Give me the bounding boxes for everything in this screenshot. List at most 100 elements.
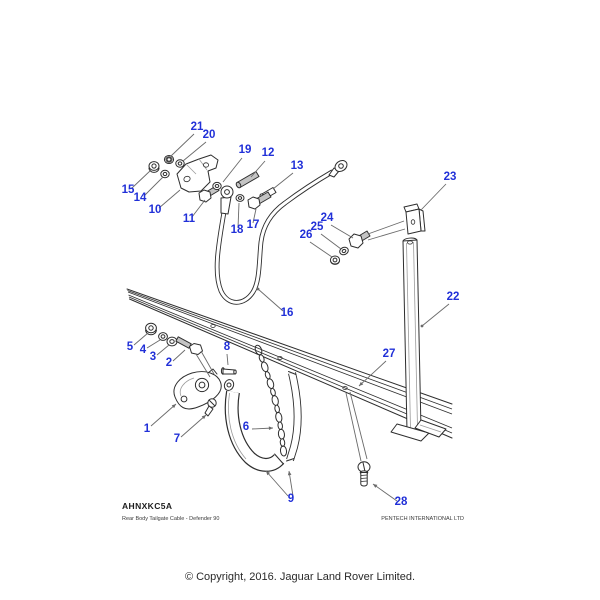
clevis-pin-and-sleeve — [235, 171, 277, 210]
chain-link — [275, 411, 283, 423]
leader-line — [372, 483, 398, 502]
callout-label-28: 28 — [395, 496, 408, 508]
callout-label-3: 3 — [150, 351, 156, 363]
callout-label-21: 21 — [191, 121, 204, 133]
bracket-fixings — [148, 155, 185, 179]
leader-line — [172, 349, 186, 362]
callout-label-14: 14 — [134, 192, 147, 204]
chain-link — [254, 344, 263, 356]
leader-arrowhead — [201, 415, 206, 420]
leader-line — [146, 339, 161, 349]
tailgate-rail — [390, 237, 447, 442]
leader-line — [420, 183, 447, 211]
release-cable — [214, 159, 348, 305]
chain-link — [277, 428, 285, 440]
leader-line — [170, 133, 195, 157]
chain-link — [279, 438, 286, 447]
leader-line — [265, 470, 289, 497]
callout-label-26: 26 — [300, 229, 313, 241]
striker-fixings — [145, 322, 203, 355]
callout-label-25: 25 — [311, 221, 324, 233]
leader-line — [252, 208, 257, 224]
callout-label-9: 9 — [288, 493, 294, 505]
chain-link — [270, 387, 276, 397]
leader-arrowhead — [266, 471, 271, 476]
leader-line — [237, 202, 240, 229]
leader-line — [182, 141, 207, 162]
leader-line — [320, 233, 342, 250]
chain-link — [260, 361, 269, 373]
mounting-block — [403, 203, 426, 235]
callout-label-20: 20 — [203, 129, 216, 141]
rail-screw — [357, 461, 371, 487]
chain-link — [279, 445, 288, 457]
callout-label-24: 24 — [321, 212, 334, 224]
leader-arrowhead — [268, 426, 273, 431]
callout-label-5: 5 — [127, 341, 134, 353]
anchor-plate — [173, 367, 237, 417]
body-rail — [126, 288, 453, 439]
leader-line — [191, 199, 206, 218]
leader-dot — [256, 287, 260, 291]
callout-label-11: 11 — [183, 213, 196, 225]
cable-bracket — [176, 154, 219, 193]
leader-arrowhead — [359, 381, 364, 386]
bracket-bolt — [198, 181, 222, 203]
leader-line — [309, 241, 333, 258]
diagram-caption: Rear Body Tailgate Cable - Defender 90 — [122, 516, 220, 522]
callout-label-2: 2 — [166, 357, 172, 369]
leader-line — [131, 169, 152, 189]
copyright-notice: © Copyright, 2016. Jaguar Land Rover Lim… — [184, 571, 416, 583]
callout-label-15: 15 — [122, 184, 135, 196]
callout-label-23: 23 — [444, 171, 457, 183]
leader-arrowhead — [373, 484, 378, 488]
callout-label-17: 17 — [247, 219, 260, 231]
callout-label-27: 27 — [383, 348, 396, 360]
leader-line — [156, 344, 170, 356]
tailgate-chain — [254, 344, 288, 457]
callout-label-4: 4 — [140, 344, 147, 356]
callout-label-12: 12 — [262, 147, 275, 159]
cable-cover-tube — [223, 379, 285, 472]
cable-ferrule — [220, 196, 232, 215]
chain-link — [271, 395, 279, 406]
callout-label-18: 18 — [231, 224, 244, 236]
chain-link — [277, 421, 283, 431]
callout-label-7: 7 — [174, 433, 180, 445]
callout-label-8: 8 — [224, 341, 231, 353]
leader-line — [150, 403, 177, 427]
leader-line — [250, 160, 266, 178]
leader-line — [257, 288, 284, 312]
diagram-code: AHNXKC5A — [122, 501, 173, 511]
callout-labels: 1234567891011121314151617181920212223242… — [122, 121, 460, 508]
leader-line — [222, 157, 243, 183]
chain-link — [258, 354, 265, 363]
leader-line — [158, 189, 181, 209]
callout-label-10: 10 — [149, 204, 162, 216]
leader-arrowhead — [287, 471, 292, 476]
leader-line — [226, 353, 229, 366]
chain-link — [266, 378, 275, 390]
callout-label-6: 6 — [243, 421, 249, 433]
callout-label-16: 16 — [281, 307, 294, 319]
leader-line — [330, 224, 354, 239]
callout-label-22: 22 — [447, 291, 460, 303]
diagram-publisher: PENTECH INTERNATIONAL LTD — [381, 516, 464, 522]
leader-line — [358, 360, 387, 387]
assembly-lines — [195, 220, 406, 462]
leader-arrowhead — [171, 404, 176, 409]
leader-line — [421, 303, 450, 327]
chain-link — [264, 371, 271, 380]
callout-label-19: 19 — [239, 144, 252, 156]
leader-line — [133, 332, 149, 346]
callout-label-13: 13 — [291, 160, 304, 172]
leader-line — [180, 414, 207, 438]
leader-line — [143, 176, 164, 197]
leader-line — [272, 172, 294, 190]
leader-lines — [131, 133, 450, 502]
callout-label-1: 1 — [144, 423, 151, 435]
chain-link — [274, 404, 280, 414]
leader-dot — [420, 324, 424, 328]
